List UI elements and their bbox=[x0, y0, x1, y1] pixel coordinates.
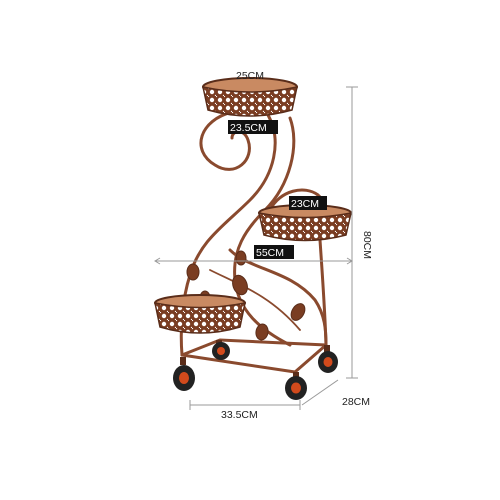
frame-tendril bbox=[209, 269, 301, 331]
frame-base-rail-front bbox=[180, 353, 297, 374]
dimension-labels: 25CM 23.5CM 23CM 55CM 80CM 33.5CM 28CM bbox=[221, 70, 373, 421]
caster-wheel-back-left bbox=[212, 340, 230, 360]
caster-wheel-back-right bbox=[318, 345, 338, 373]
label-middle-basket-width: 23CM bbox=[291, 198, 319, 210]
top-basket bbox=[202, 77, 298, 117]
bottom-basket-body bbox=[154, 302, 246, 334]
label-height: 80CM bbox=[361, 231, 373, 259]
middle-basket-body bbox=[258, 212, 352, 242]
label-bg-overall-width bbox=[254, 245, 294, 259]
arrow-left-icon bbox=[154, 257, 161, 265]
label-top-basket-inner: 23.5CM bbox=[230, 122, 267, 134]
leaf-ornament bbox=[186, 263, 200, 281]
frame-lower-arm bbox=[228, 248, 328, 347]
label-bg-top-basket-inner bbox=[228, 120, 278, 134]
top-basket-body bbox=[202, 86, 298, 117]
middle-basket bbox=[258, 204, 352, 242]
leaf-ornament bbox=[255, 323, 269, 341]
frame-base-rail-back bbox=[180, 338, 328, 357]
dimension-line-base-depth bbox=[301, 379, 339, 406]
frame-base-rail-side bbox=[293, 343, 328, 374]
label-top-basket-width: 25CM bbox=[236, 70, 264, 82]
label-overall-width: 55CM bbox=[256, 247, 284, 259]
dimension-lines bbox=[154, 86, 358, 410]
wheels bbox=[173, 340, 338, 400]
leaf-ornament bbox=[290, 303, 306, 321]
caster-wheel-front-right bbox=[285, 372, 307, 400]
label-base-depth: 28CM bbox=[342, 396, 370, 408]
label-bg-middle-basket-width bbox=[289, 196, 327, 210]
label-base-width: 33.5CM bbox=[221, 409, 258, 421]
bottom-basket bbox=[154, 294, 246, 334]
leaf-ornament bbox=[232, 274, 248, 296]
caster-wheel-front-left bbox=[173, 357, 195, 391]
frame-leg-tall-right bbox=[233, 116, 296, 347]
leaf-ornament bbox=[235, 250, 247, 266]
